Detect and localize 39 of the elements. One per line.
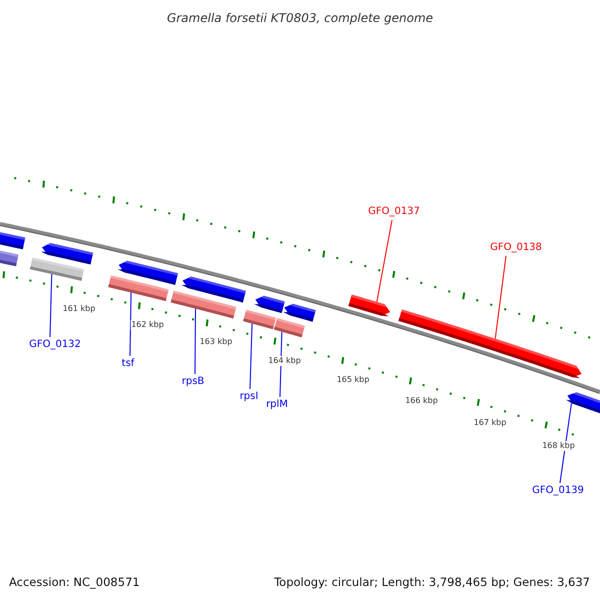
gene-block (283, 303, 316, 322)
gene-block (30, 258, 84, 281)
scale-label: 161 kbp (62, 304, 96, 314)
gene-block (181, 276, 246, 302)
gene-block (254, 295, 285, 314)
leader-line (560, 402, 572, 484)
title: Gramella forsetii KT0803, complete genome (166, 10, 434, 27)
gene-label: GFO_0139 (532, 485, 584, 497)
genome-summary: Topology: circular; Length: 3,798,465 bp; Genes: 3,637 (274, 574, 590, 591)
leader-line (250, 323, 253, 390)
gene-label: rpsB (182, 376, 204, 388)
gene-label: rplM (266, 399, 288, 411)
gene-block (348, 294, 392, 316)
gene-block (274, 318, 305, 338)
gene-block (41, 242, 94, 264)
leader-line (194, 308, 196, 374)
leader-line (50, 274, 52, 338)
scale-label: 162 kbp (130, 320, 165, 330)
gene-label: GFO_0132 (29, 339, 81, 351)
gene-block (243, 310, 276, 330)
gene-label: tsf (122, 358, 134, 370)
gene-block (118, 260, 178, 285)
scale-label: 167 kbp (472, 418, 508, 428)
gene-label: rpsI (240, 391, 258, 403)
leader-line (130, 292, 132, 356)
gene-block (0, 230, 26, 250)
gene-label: GFO_0137 (368, 206, 420, 218)
scale-label: 168 kbp (541, 440, 576, 451)
accession-note: Accession: NC_008571 (9, 574, 140, 591)
leader-line (494, 256, 506, 340)
scale-label: 166 kbp (404, 396, 439, 406)
scale-label: 163 kbp (198, 337, 234, 348)
gene-label: GFO_0138 (490, 242, 542, 254)
gene-block (566, 391, 600, 414)
leader-line (376, 220, 392, 302)
scale-label: 164 kbp (267, 356, 302, 366)
gene-block (0, 248, 19, 266)
gene-block (398, 309, 584, 378)
scale-label: 165 kbp (336, 375, 370, 386)
